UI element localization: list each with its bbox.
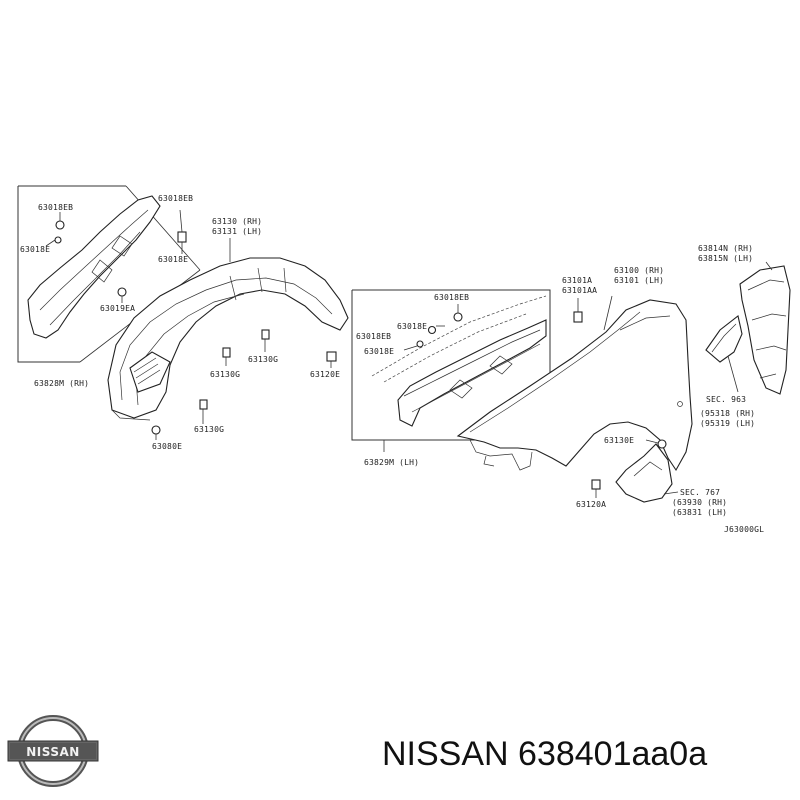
label-63018E-d: 63018E [364, 347, 394, 356]
label-95319: (95319 (LH) [700, 419, 755, 428]
label-63018E-b: 63018E [158, 255, 188, 264]
label-63101: 63101 (LH) [614, 276, 664, 285]
part-caption: NISSAN 638401aa0a [382, 735, 708, 773]
label-sec-767: SEC. 767 [680, 488, 720, 497]
label-63130G-a: 63130G [210, 370, 240, 379]
clips-middle [403, 304, 463, 351]
clips-left [45, 209, 187, 303]
label-63815N: 63815N (LH) [698, 254, 753, 263]
label-63120E: 63120E [310, 370, 340, 379]
nissan-logo: NISSAN [7, 715, 99, 787]
label-63130: 63130 (RH) [212, 217, 262, 226]
liner-clips [151, 238, 337, 440]
front-fender [456, 295, 693, 472]
fender-liner [107, 257, 349, 421]
label-63130G-c: 63130G [194, 425, 224, 434]
label-63831: (63831 (LH) [672, 508, 727, 517]
label-63080E: 63080E [152, 442, 182, 451]
label-63018EB-d: 63018EB [356, 332, 391, 341]
label-63018EB-c: 63018EB [434, 293, 469, 302]
label-63018E-c: 63018E [397, 322, 427, 331]
splash-shield-rh [27, 195, 161, 339]
label-63131: 63131 (LH) [212, 227, 262, 236]
logo-text: NISSAN [26, 745, 80, 759]
mud-guard [591, 439, 679, 503]
label-95318: (95318 (RH) [700, 409, 755, 418]
label-sec-963: SEC. 963 [706, 395, 746, 404]
label-diagram-code: J63000GL [724, 525, 764, 534]
label-63930: (63930 (RH) [672, 498, 727, 507]
label-63120A: 63120A [576, 500, 606, 509]
label-63101A: 63101A [562, 276, 592, 285]
fender-bracket [739, 261, 791, 395]
label-63019EA: 63019EA [100, 304, 135, 313]
label-63130E: 63130E [604, 436, 634, 445]
label-63814N: 63814N (RH) [698, 244, 753, 253]
label-63100: 63100 (RH) [614, 266, 664, 275]
corner-trim [705, 315, 743, 393]
label-63018E-a: 63018E [20, 245, 50, 254]
label-63828M: 63828M (RH) [34, 379, 89, 388]
label-63101AA: 63101AA [562, 286, 597, 295]
label-63130G-b: 63130G [248, 355, 278, 364]
splash-shield-lh [371, 295, 547, 427]
label-63018EB-b: 63018EB [158, 194, 193, 203]
label-63018EB-a: 63018EB [38, 203, 73, 212]
label-63829M: 63829M (LH) [364, 458, 419, 467]
